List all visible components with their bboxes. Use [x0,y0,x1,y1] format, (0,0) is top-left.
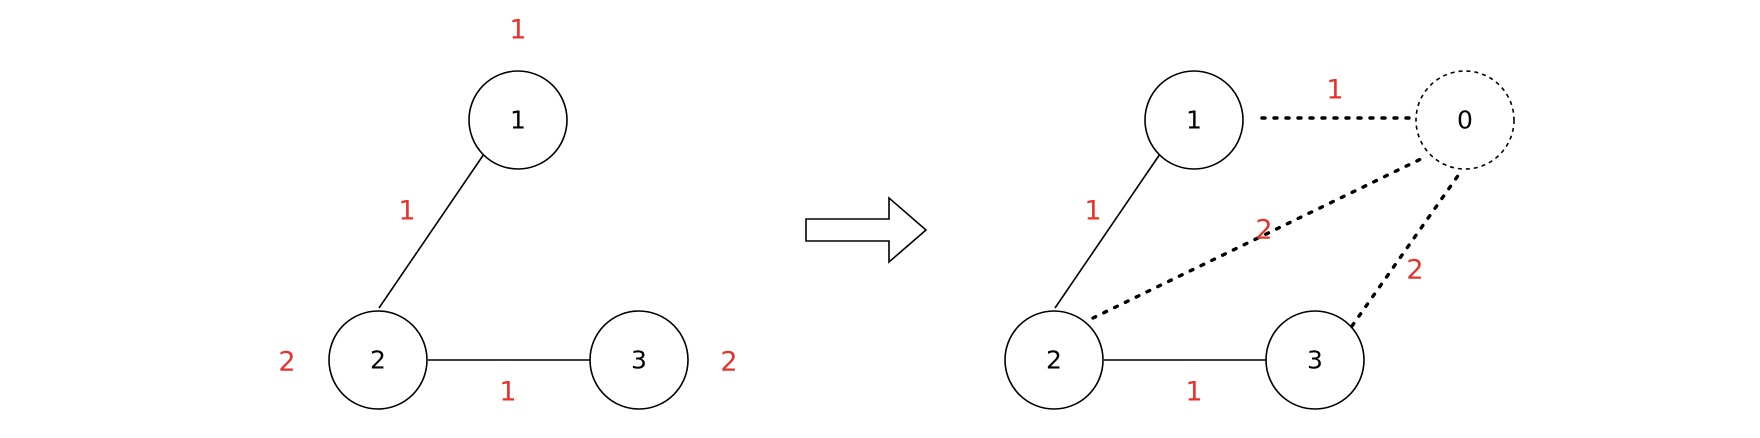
left-node-3-label: 3 [631,346,647,375]
left-node-1: 1 [468,70,568,170]
right-edge-2-3-weight: 1 [1185,377,1202,408]
left-edge-2-3-weight: 1 [499,377,516,408]
left-node-3-circle [589,310,689,410]
right-node-2: 2 [1004,310,1104,410]
right-edge-2-0-weight: 2 [1255,215,1272,246]
right-edge-3-0 [1350,168,1464,328]
right-arrow-icon [805,196,928,264]
right-node-1-label: 1 [1186,106,1202,135]
left-node-3-weight: 2 [720,347,737,378]
right-node-1-circle [1144,70,1244,170]
left-node-3: 3 [589,310,689,410]
right-edge-2-0 [1091,155,1427,320]
left-edge-1-2-weight: 1 [398,196,415,227]
right-node-0-virtual: 0 [1415,70,1515,170]
right-graph: 1 2 3 0 1 1 1 2 2 [1004,70,1515,410]
right-node-3: 3 [1265,310,1365,410]
right-node-3-circle [1265,310,1365,410]
right-node-0-circle [1415,70,1515,170]
right-node-3-label: 3 [1307,346,1323,375]
left-node-1-weight: 1 [509,15,526,46]
right-edge-1-2-weight: 1 [1084,196,1101,227]
right-node-0-label: 0 [1457,106,1473,135]
left-node-2: 2 [328,310,428,410]
right-edge-1-0-weight: 1 [1326,75,1343,106]
left-node-2-circle [328,310,428,410]
left-node-2-weight: 2 [278,347,295,378]
left-node-2-label: 2 [370,346,386,375]
right-edge-3-0-weight: 2 [1406,255,1423,286]
left-graph: 1 2 3 1 2 2 1 1 [278,15,738,410]
right-node-2-circle [1004,310,1104,410]
right-node-1: 1 [1144,70,1244,170]
right-node-2-label: 2 [1046,346,1062,375]
left-node-1-circle [468,70,568,170]
right-edge-1-2 [1054,153,1161,309]
left-edge-1-2 [378,153,485,309]
left-node-1-label: 1 [510,106,526,135]
